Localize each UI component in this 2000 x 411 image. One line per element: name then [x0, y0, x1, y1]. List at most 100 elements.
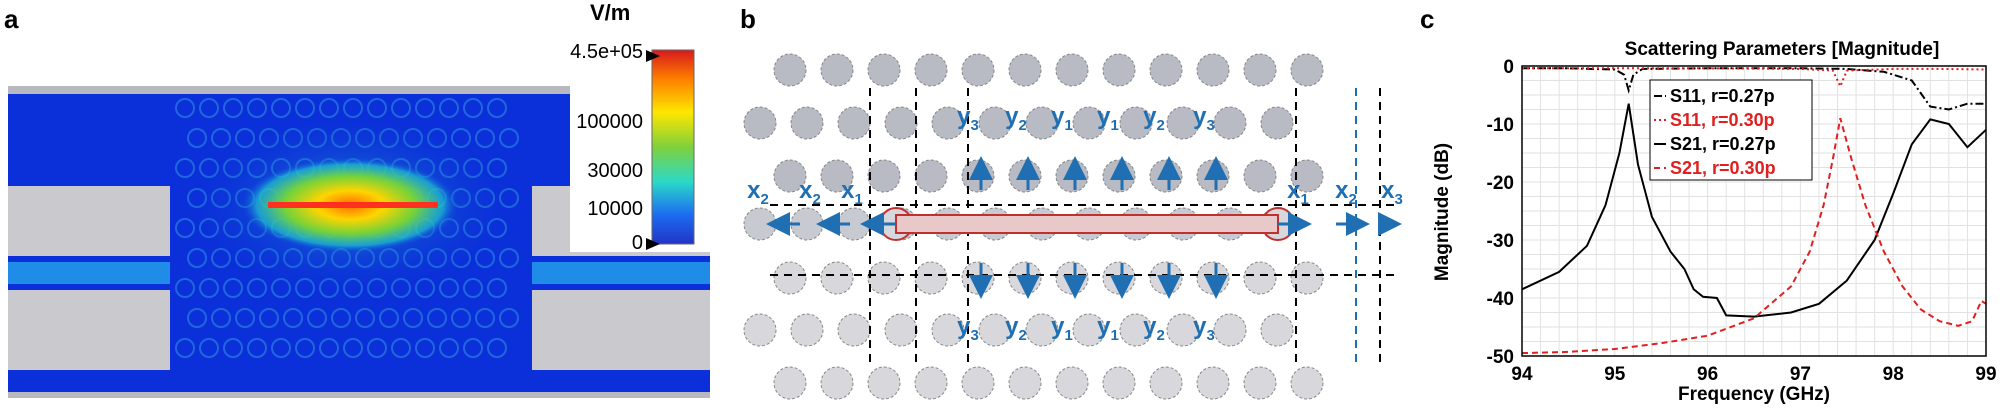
lattice-rod — [1196, 159, 1230, 193]
label-right-base: x — [1335, 177, 1349, 204]
lattice-rod — [1213, 313, 1247, 347]
lattice-rod — [867, 366, 901, 400]
field-rod — [427, 308, 447, 328]
y-tick-label: -20 — [1487, 173, 1514, 194]
lattice-rod — [1025, 106, 1059, 140]
lattice-rod — [1260, 106, 1294, 140]
label-bottom: y2 — [1005, 313, 1027, 344]
colorbar-panel — [570, 40, 720, 252]
lattice-rod — [1243, 261, 1277, 295]
field-rod — [343, 338, 363, 358]
label-top-sub: 3 — [1207, 117, 1215, 134]
lattice-rod — [1102, 366, 1136, 400]
lattice-rod — [1119, 106, 1153, 140]
lattice-rod — [931, 106, 965, 140]
top-metal-strip — [8, 86, 710, 94]
defect-line-field — [268, 202, 438, 208]
field-rod — [175, 338, 195, 358]
panel-letter-c: c — [1420, 4, 1434, 34]
y-tick-label: -10 — [1487, 115, 1514, 136]
field-rod — [463, 278, 483, 298]
lattice-rod — [1008, 261, 1042, 295]
label-left-base: x — [747, 177, 761, 204]
label-left: x2 — [799, 177, 821, 208]
series-line-3 — [1521, 117, 1987, 355]
panel-a: a V/m 4.5e+05 100000 30000 10000 0 — [0, 0, 720, 411]
legend-box — [1649, 79, 1813, 181]
x-tick-label: 95 — [1604, 364, 1626, 385]
lattice-rod — [773, 53, 807, 87]
x-tick-label: 94 — [1511, 364, 1533, 385]
lattice-rod — [1290, 366, 1324, 400]
lattice-rod — [867, 261, 901, 295]
label-left-sub: 1 — [855, 191, 863, 208]
field-rod — [391, 338, 411, 358]
colorbar-tick: 100000 — [576, 111, 643, 133]
left-waveguide-bottom-block — [8, 290, 170, 370]
colorbar-min-marker — [646, 238, 660, 250]
label-top-base: y — [957, 103, 971, 130]
label-left-base: x — [841, 177, 855, 204]
label-top: y3 — [957, 103, 979, 134]
field-rod — [331, 308, 351, 328]
lattice-rod — [961, 261, 995, 295]
field-rod — [199, 278, 219, 298]
field-rod — [211, 308, 231, 328]
label-bottom: y2 — [1143, 313, 1165, 344]
colorbar-unit: V/m — [590, 0, 630, 25]
lattice-rod — [743, 106, 777, 140]
field-rod — [235, 308, 255, 328]
label-bottom-base: y — [1193, 313, 1207, 340]
field-rod — [199, 338, 219, 358]
lattice-rod — [1166, 106, 1200, 140]
lattice-rod — [1072, 106, 1106, 140]
lattice-rod — [1102, 261, 1136, 295]
label-top-base: y — [1193, 103, 1207, 130]
colorbar-max-marker — [646, 50, 660, 62]
lattice-rod — [1196, 366, 1230, 400]
x-tick-label: 97 — [1790, 364, 1811, 385]
field-rod — [187, 248, 207, 268]
lattice-rod — [820, 159, 854, 193]
arrows — [766, 156, 1402, 299]
field-rod — [475, 128, 495, 148]
lattice-rod — [978, 313, 1012, 347]
right-waveguide-bottom-block — [532, 290, 710, 370]
lattice-rod — [961, 366, 995, 400]
label-bottom-sub: 3 — [971, 327, 979, 344]
field-rod — [487, 338, 507, 358]
label-bottom: y3 — [957, 313, 979, 344]
label-right: x3 — [1381, 177, 1403, 208]
lattice-rod — [1102, 159, 1136, 193]
field-rod — [187, 128, 207, 148]
lattice-rod — [773, 366, 807, 400]
field-rod — [223, 278, 243, 298]
lattice-rod — [914, 159, 948, 193]
x-tick-label: 99 — [1975, 364, 1996, 385]
y-tick-label: -50 — [1487, 347, 1514, 368]
plot-frame — [1521, 65, 1987, 357]
lattice-rod — [1290, 53, 1324, 87]
defect-waveguide — [895, 214, 1279, 234]
field-rod — [175, 278, 195, 298]
label-top-base: y — [1143, 103, 1157, 130]
lattice-rod — [914, 53, 948, 87]
legend-entry: S11, r=0.30p — [1670, 110, 1775, 130]
lattice-rod — [790, 106, 824, 140]
field-map: a V/m 4.5e+05 100000 30000 10000 0 — [4, 0, 720, 398]
lattice-rod — [820, 53, 854, 87]
field-rod — [307, 308, 327, 328]
field-rod — [415, 98, 435, 118]
lattice-rod — [773, 261, 807, 295]
x-tick-label: 98 — [1883, 364, 1904, 385]
field-rod — [451, 308, 471, 328]
lattice-rod — [1055, 53, 1089, 87]
lattice-rod — [1055, 366, 1089, 400]
lattice-rod — [978, 106, 1012, 140]
label-right-sub: 1 — [1301, 191, 1309, 208]
label-bottom-base: y — [1097, 313, 1111, 340]
label-left: x2 — [747, 177, 769, 208]
